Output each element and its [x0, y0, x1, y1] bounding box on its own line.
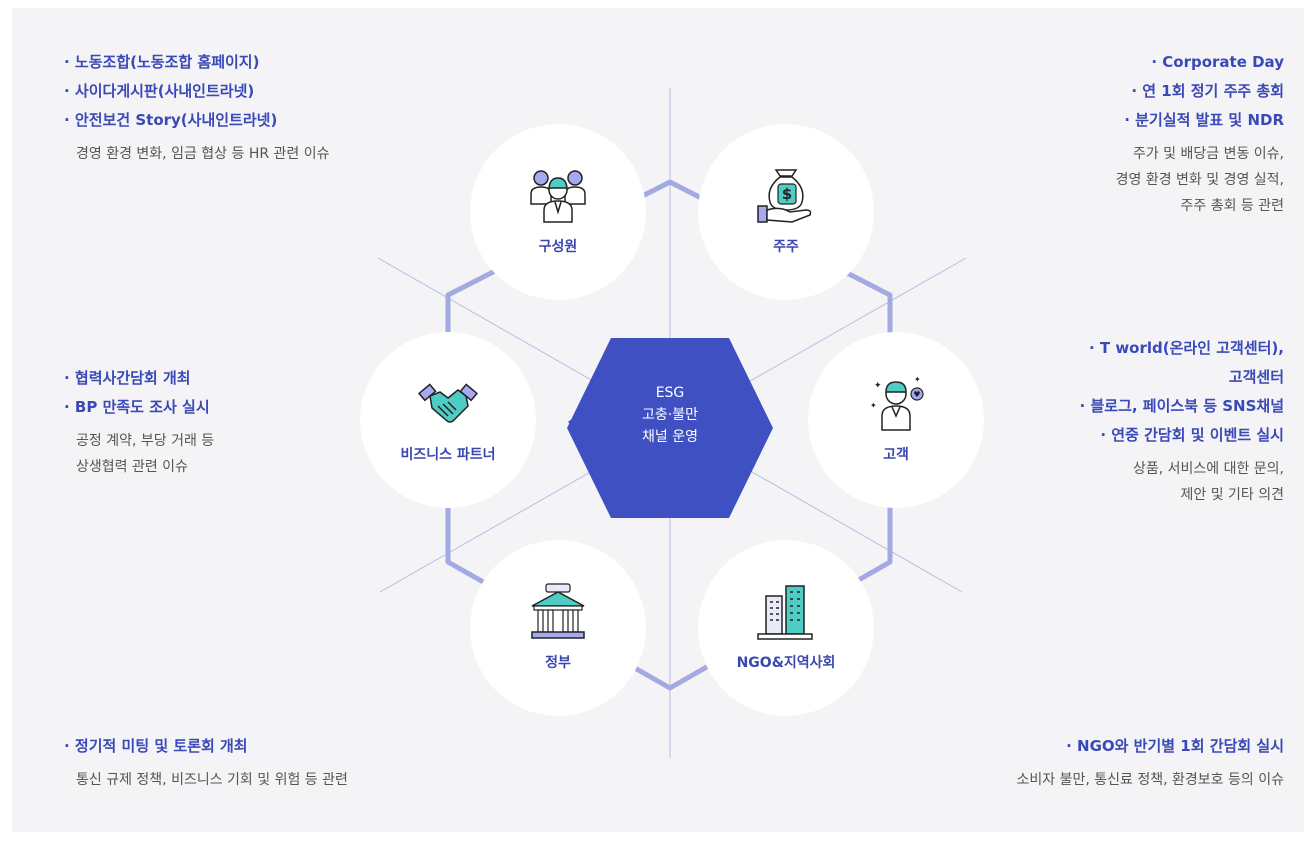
node-ngo: NGO&지역사회 [698, 540, 874, 716]
channel-item: · BP 만족도 조사 실시 [64, 398, 210, 416]
svg-text:✦: ✦ [914, 375, 921, 384]
node-government: 정부 [470, 540, 646, 716]
node-employees-label: 구성원 [538, 239, 578, 255]
center-title: ESG 고충·불만 채널 운영 [642, 385, 698, 445]
channel-item: 고객센터 [1228, 368, 1284, 386]
issue-text: 공정 계약, 부당 거래 등 [76, 433, 215, 449]
node-government-label: 정부 [545, 655, 571, 671]
channel-item: · 사이다게시판(사내인트라넷) [64, 82, 255, 100]
issue-text: 상생협력 관련 이슈 [76, 459, 188, 475]
channel-item: · 블로그, 페이스북 등 SNS채널 [1079, 397, 1284, 415]
node-employees: 구성원 [470, 124, 646, 300]
channel-item: · 노동조합(노동조합 홈페이지) [64, 53, 260, 71]
shareholders-text-block: · Corporate Day · 연 1회 정기 주주 총회 · 분기실적 발… [1116, 48, 1284, 219]
node-customers-label: 고객 [883, 447, 909, 463]
svg-text:✦: ✦ [874, 381, 882, 391]
issue-text: 소비자 불만, 통신료 정책, 환경보호 등의 이슈 [1016, 772, 1284, 788]
channel-item: · 연 1회 정기 주주 총회 [1131, 82, 1284, 100]
issue-text: 경영 환경 변화, 임금 협상 등 HR 관련 이슈 [76, 146, 330, 162]
customer-icon: ♥ ✦ ✦ ✦ [870, 375, 924, 431]
handshake-icon [418, 383, 478, 423]
money-bag-hand-icon: $ [757, 169, 812, 223]
issue-text: 주주 총회 등 관련 [1180, 198, 1284, 214]
node-partners: 비즈니스 파트너 [360, 332, 536, 508]
issue-text: 주가 및 배당금 변동 이슈, [1132, 146, 1284, 162]
outer-hexagon [445, 179, 893, 691]
government-text-block: · 정기적 미팅 및 토론회 개최 통신 규제 정책, 비즈니스 기회 및 위험… [64, 732, 348, 793]
channel-item: · T world(온라인 고객센터), [1088, 339, 1284, 357]
node-ngo-label: NGO&지역사회 [736, 655, 836, 671]
channel-item: · 분기실적 발표 및 NDR [1124, 111, 1284, 129]
employees-text-block: · 노동조합(노동조합 홈페이지) · 사이다게시판(사내인트라넷) · 안전보… [64, 48, 330, 167]
channel-item: · NGO와 반기별 1회 간담회 실시 [1066, 737, 1284, 755]
government-building-icon [531, 583, 585, 639]
node-shareholders: $ 주주 [698, 124, 874, 300]
issue-text: 경영 환경 변화 및 경영 실적, [1115, 172, 1284, 188]
channel-item: · 협력사간담회 개최 [64, 369, 191, 387]
node-customers: ♥ ✦ ✦ ✦ 고객 [808, 332, 984, 508]
svg-text:♥: ♥ [913, 390, 920, 399]
issue-text: 상품, 서비스에 대한 문의, [1132, 461, 1284, 477]
node-shareholders-label: 주주 [773, 239, 799, 255]
customers-text-block: · T world(온라인 고객센터), 고객센터 · 블로그, 페이스북 등 … [1080, 334, 1284, 508]
channel-item: · 연중 간담회 및 이벤트 실시 [1100, 426, 1284, 444]
people-group-icon [530, 170, 586, 223]
channel-item: · 정기적 미팅 및 토론회 개최 [64, 737, 248, 755]
svg-text:✦: ✦ [870, 401, 877, 410]
issue-text: 제안 및 기타 의견 [1180, 487, 1284, 503]
svg-text:$: $ [782, 185, 792, 203]
issue-text: 통신 규제 정책, 비즈니스 기회 및 위험 등 관련 [76, 772, 348, 788]
ngo-text-block: · NGO와 반기별 1회 간담회 실시 소비자 불만, 통신료 정책, 환경보… [1017, 732, 1284, 793]
channel-item: · 안전보건 Story(사내인트라넷) [64, 111, 278, 129]
partners-text-block: · 협력사간담회 개최 · BP 만족도 조사 실시 공정 계약, 부당 거래 … [64, 364, 214, 480]
channel-item: · Corporate Day [1151, 53, 1284, 71]
node-partners-label: 비즈니스 파트너 [400, 447, 496, 463]
city-buildings-icon [757, 585, 813, 640]
